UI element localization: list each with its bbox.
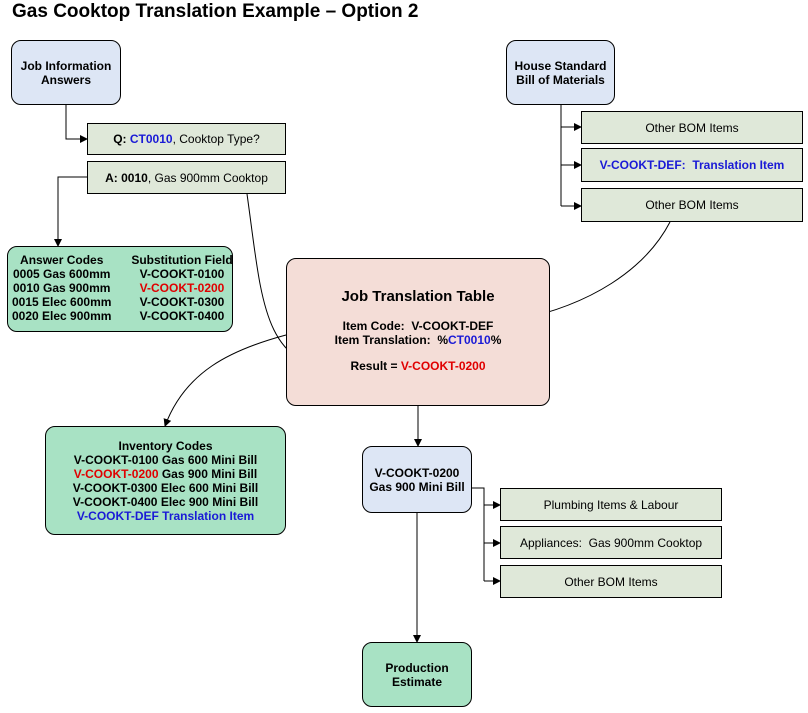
page-title: Gas Cooktop Translation Example – Option… (12, 1, 419, 22)
question-code: CT0010 (129, 132, 173, 146)
item-code-label: Item Code: (342, 319, 405, 333)
answer-text: , Gas 900mm Cooktop (147, 170, 268, 185)
bom-translation-label: Translation Item (692, 158, 785, 172)
question-box: Q: CT0010, Cooktop Type? (87, 123, 286, 155)
translation-table-title: Job Translation Table (341, 288, 495, 305)
substitution-field-value: V-COOKT-0100 (139, 267, 225, 281)
result-value: V-COOKT-0200 (400, 359, 486, 373)
answer-code-row: 0015 Elec 600mm (12, 295, 112, 309)
answer-code-row: 0005 Gas 600mm (13, 267, 111, 281)
answer-code-row: 0020 Elec 900mm (12, 309, 112, 323)
job-translation-table-box: Job Translation Table Item Code: V-COOKT… (286, 258, 550, 406)
connector-answer-codes (54, 176, 87, 247)
inventory-codes-box: Inventory Codes V-COOKT-0100 Gas 600 Min… (45, 426, 286, 535)
connector-jobinfo-question (65, 104, 88, 143)
production-line1: Production (385, 660, 449, 675)
item-code-value: V-COOKT-DEF (411, 319, 494, 333)
answer-box: A: 0010, Gas 900mm Cooktop (87, 161, 286, 194)
connector-minibill-bus (472, 487, 485, 581)
answer-code-row: 0010 Gas 900mm (13, 281, 111, 295)
substitution-field-header: Substitution Field (131, 253, 233, 267)
plumbing-items-box: Plumbing Items & Labour (500, 488, 722, 521)
minibill-other-items-box: Other BOM Items (500, 565, 722, 598)
bom-translation-code: V-COOKT-DEF: (599, 158, 686, 172)
job-info-line1: Job Information (20, 58, 112, 73)
substitution-field-value: V-COOKT-0400 (139, 309, 225, 323)
house-standard-line2: Bill of Materials (516, 72, 605, 87)
job-information-answers-box: Job Information Answers (11, 40, 121, 105)
appliances-box: Appliances: Gas 900mm Cooktop (500, 526, 722, 559)
inventory-code-row: V-COOKT-0100 Gas 600 Mini Bill (73, 452, 258, 467)
substitution-field-value: V-COOKT-0200 (139, 281, 225, 295)
mini-bill-line2: Gas 900 Mini Bill (369, 479, 465, 494)
question-prefix: Q: (113, 132, 130, 146)
bom-other-items-2: Other BOM Items (581, 188, 803, 222)
production-estimate-box: Production Estimate (362, 642, 472, 707)
inventory-code-row: V-COOKT-0200 Gas 900 Mini Bill (73, 466, 258, 481)
answer-prefix: A: 0010 (105, 170, 148, 185)
inventory-translation-row: V-COOKT-DEF Translation Item (76, 508, 255, 523)
house-standard-line1: House Standard (514, 58, 607, 73)
house-standard-bom-box: House Standard Bill of Materials (506, 40, 615, 105)
bom-translation-item: V-COOKT-DEF: Translation Item (581, 148, 803, 182)
inventory-codes-title: Inventory Codes (118, 438, 213, 453)
answer-codes-box: Answer Codes 0005 Gas 600mm 0010 Gas 900… (7, 246, 233, 332)
production-line2: Estimate (391, 674, 443, 689)
inventory-code-row: V-COOKT-0300 Elec 600 Mini Bill (72, 480, 259, 495)
answer-codes-header: Answer Codes (20, 253, 104, 267)
result-label: Result = (350, 359, 401, 373)
item-translation-label: Item Translation: (334, 333, 431, 347)
inventory-code-row: V-COOKT-0400 Elec 900 Mini Bill (72, 494, 259, 509)
item-translation-code: CT0010 (448, 333, 491, 347)
mini-bill-box: V-COOKT-0200 Gas 900 Mini Bill (362, 446, 472, 513)
connector-table-inventory (163, 334, 287, 427)
mini-bill-line1: V-COOKT-0200 (374, 465, 460, 480)
question-text: , Cooktop Type? (172, 132, 260, 146)
bom-other-items-1: Other BOM Items (581, 111, 803, 144)
job-info-line2: Answers (40, 72, 92, 87)
substitution-field-value: V-COOKT-0300 (139, 295, 225, 309)
